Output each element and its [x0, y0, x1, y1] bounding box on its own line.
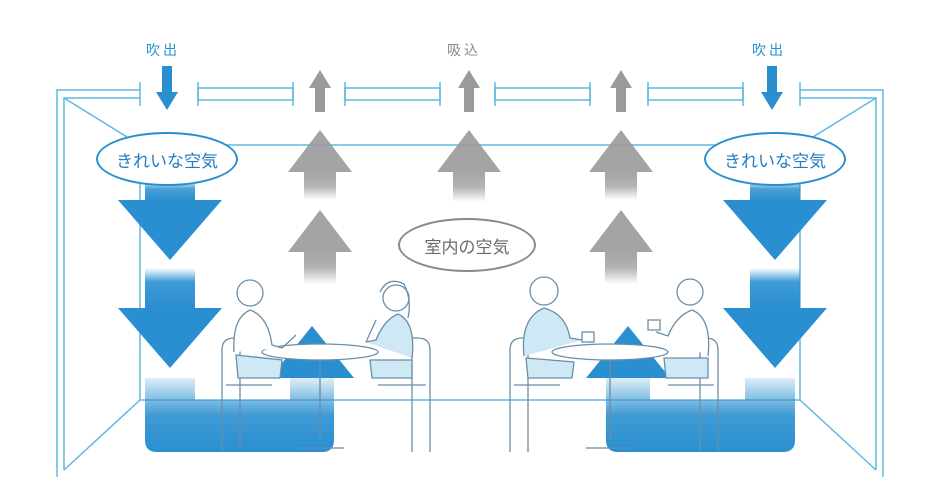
- room-air-arrow-lower-right: [589, 210, 653, 284]
- room-air-arrow-upper-right: [589, 130, 653, 200]
- clean-air-arrow-lower-right: [723, 268, 827, 368]
- inlet-arrow-3: [610, 70, 632, 112]
- room-air-bubble: 室内の空気: [398, 218, 536, 272]
- diners-right-table: [509, 276, 719, 452]
- room-air-arrow-center: [437, 130, 501, 202]
- diners-left-table: [221, 279, 431, 452]
- outlet-label-right: 吹出: [752, 43, 786, 59]
- clean-air-arrow-upper-right: [723, 180, 827, 260]
- inlet-arrow-2: [458, 70, 480, 112]
- clean-air-arrow-upper-left: [118, 180, 222, 260]
- inlet-label-center: 吸込: [447, 43, 481, 59]
- clean-air-bubble-left: きれいな空気: [96, 132, 238, 186]
- inlet-arrow-1: [309, 70, 331, 112]
- outlet-arrow-right: [761, 66, 783, 110]
- room-air-arrow-upper-left: [288, 130, 352, 200]
- ceiling-vents: [139, 82, 801, 106]
- room-air-arrow-lower-left: [288, 210, 352, 284]
- clean-air-arrow-lower-left: [118, 268, 222, 368]
- outlet-arrow-left: [156, 66, 178, 110]
- outlet-label-left: 吹出: [146, 43, 180, 59]
- clean-air-bubble-right: きれいな空気: [704, 132, 846, 186]
